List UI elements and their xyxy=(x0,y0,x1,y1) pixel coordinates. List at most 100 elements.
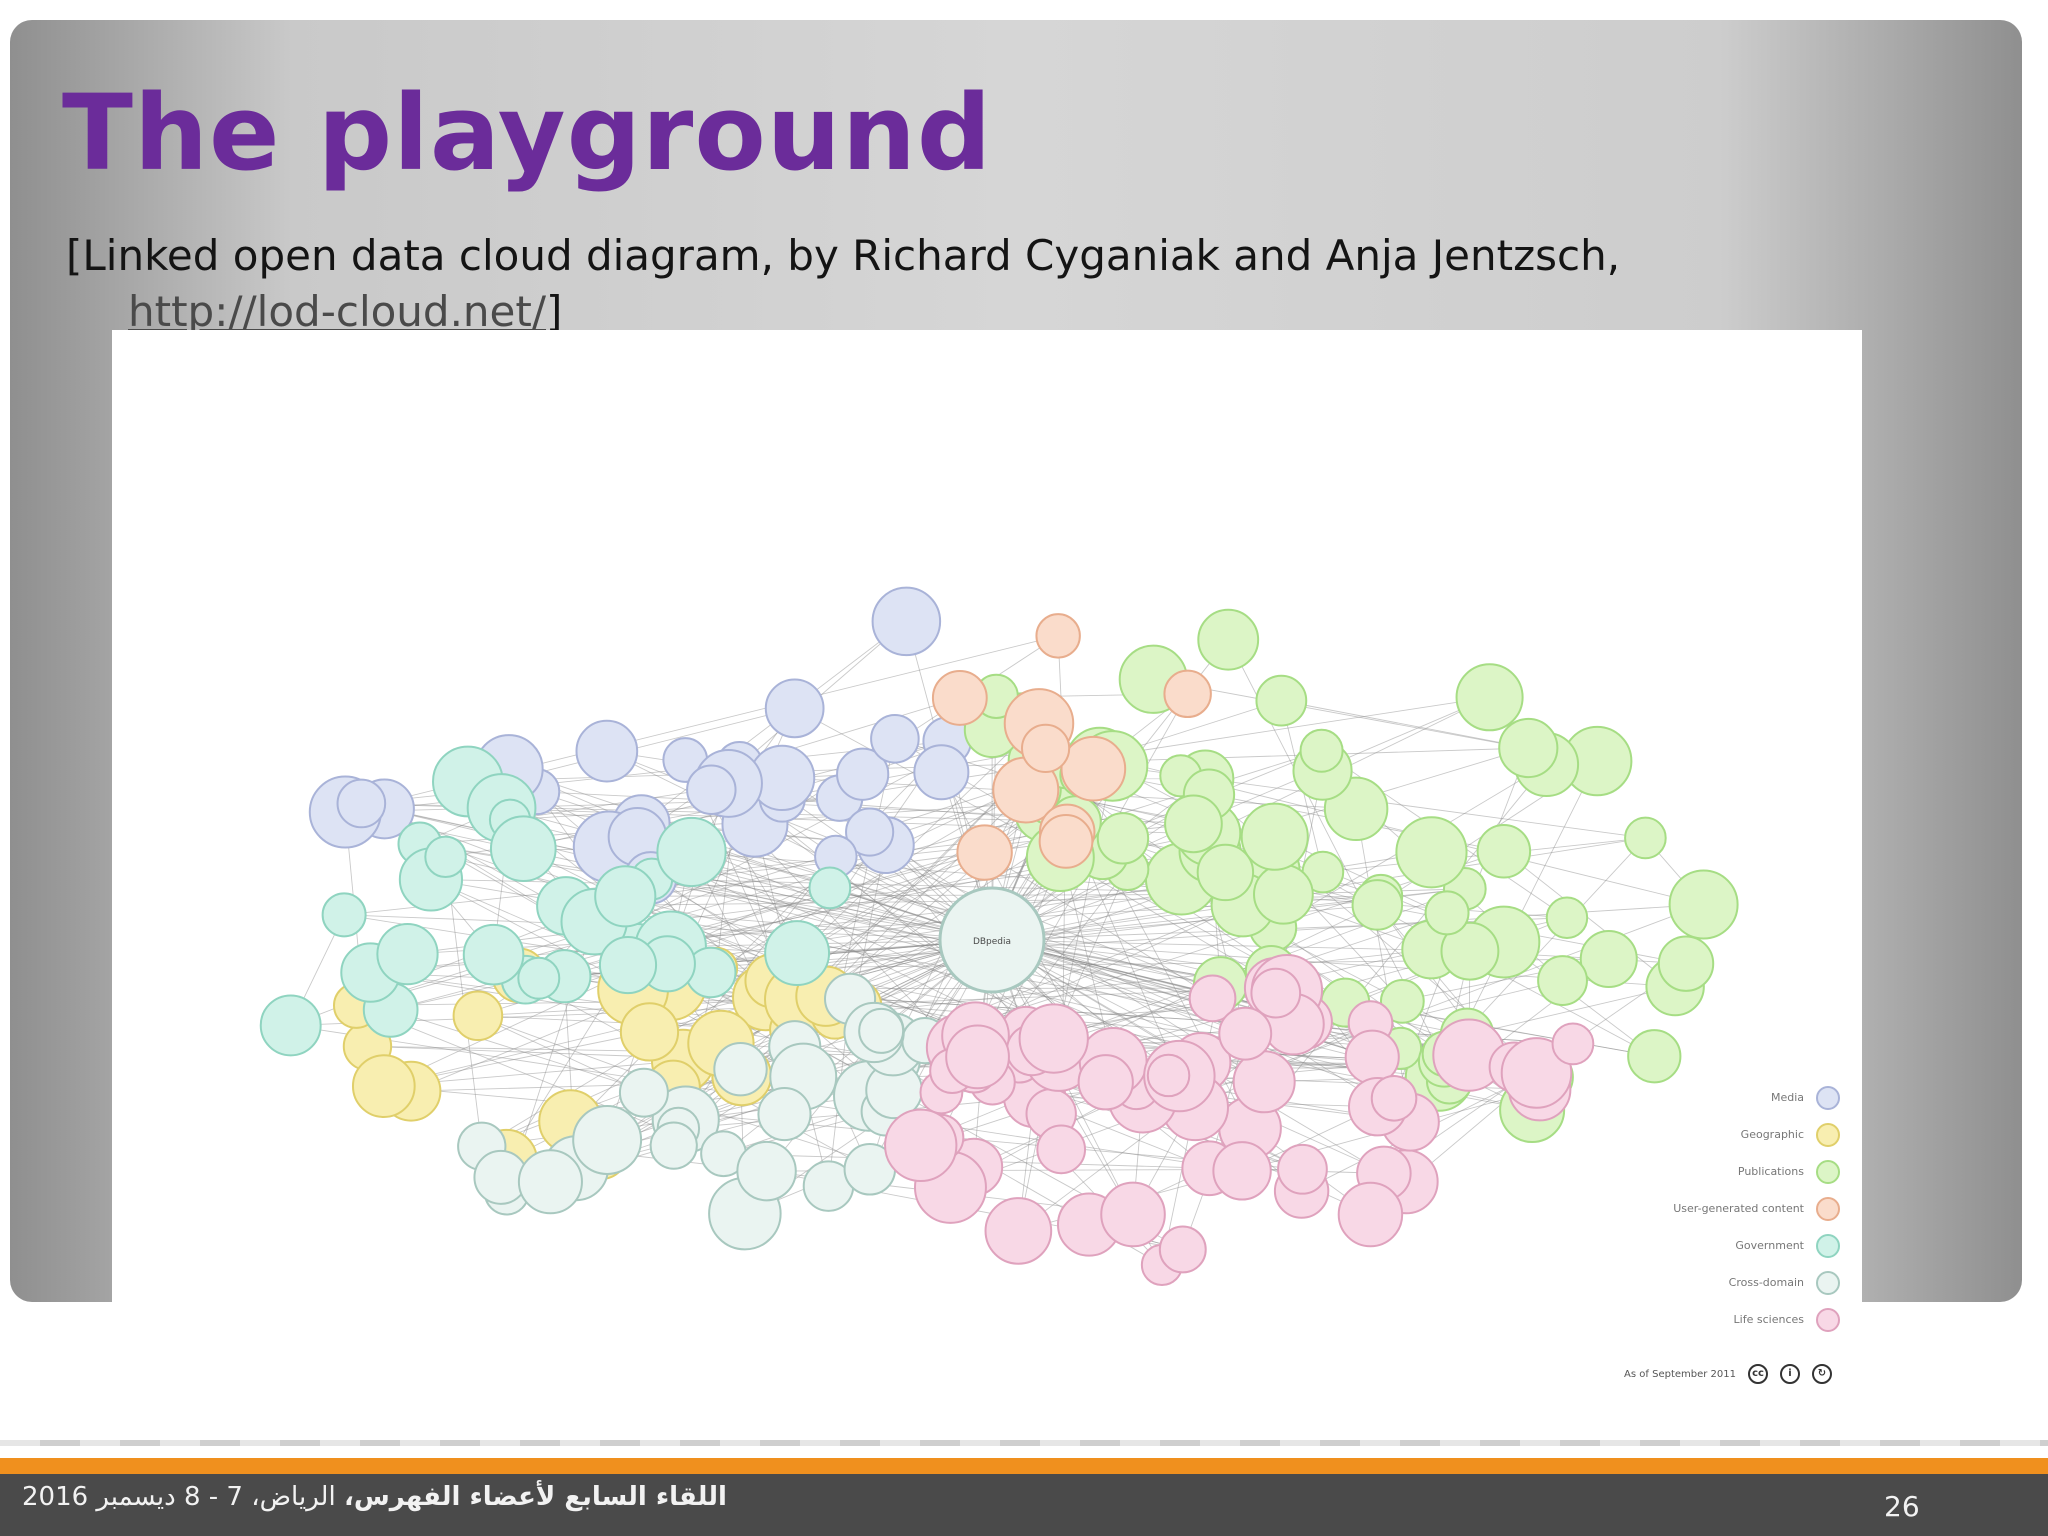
dataset-node xyxy=(764,678,825,739)
dataset-node xyxy=(1277,1143,1328,1195)
legend-item: Publications xyxy=(1673,1153,1840,1190)
footer-event-name: اللقاء السابع لأعضاء الفهرس، xyxy=(343,1482,727,1512)
cc-license-icon: cc xyxy=(1748,1364,1768,1384)
dataset-node xyxy=(1657,935,1715,992)
legend-label: Life sciences xyxy=(1733,1313,1804,1326)
link-edge xyxy=(673,939,993,1147)
dataset-node xyxy=(336,778,387,829)
dataset-node xyxy=(931,670,988,726)
caption-line-2: http://lod-cloud.net/] xyxy=(66,284,1966,340)
link-edge xyxy=(606,750,993,941)
dataset-node xyxy=(870,714,920,764)
dataset-node xyxy=(686,764,737,815)
dataset-node xyxy=(1579,929,1638,989)
dataset-node xyxy=(376,922,439,986)
link-edge xyxy=(670,939,993,948)
dataset-node xyxy=(1395,816,1468,889)
footer-event-text: اللقاء السابع لأعضاء الفهرس، الرياض، 7 -… xyxy=(22,1482,727,1512)
legend-swatch xyxy=(1816,1196,1840,1221)
dataset-node xyxy=(1627,1029,1682,1084)
dataset-node xyxy=(871,586,942,657)
dataset-node xyxy=(1196,843,1255,902)
legend-label: Media xyxy=(1770,1091,1804,1104)
dataset-node xyxy=(858,1007,905,1054)
dataset-node xyxy=(1060,735,1127,802)
dataset-node xyxy=(1020,723,1071,773)
slide-bottom-stripe xyxy=(0,1440,2048,1446)
dataset-node xyxy=(1668,869,1739,940)
legend-label: Cross-domain xyxy=(1728,1276,1804,1289)
legend-item: User-generated content xyxy=(1673,1190,1840,1227)
slide-title: The playground xyxy=(62,72,993,194)
cc-sa-icon: ↻ xyxy=(1812,1364,1832,1384)
dataset-node xyxy=(649,1121,698,1170)
dataset-node xyxy=(1624,816,1667,860)
link-edge xyxy=(1102,853,1251,1129)
dataset-node xyxy=(259,994,322,1057)
dataset-node xyxy=(1351,879,1404,931)
footer-accent-bar xyxy=(0,1458,2048,1474)
dbpedia-hub-label: DBpedia xyxy=(973,937,1011,947)
dataset-node xyxy=(836,747,890,801)
dataset-node xyxy=(1337,1181,1404,1248)
link-edge xyxy=(991,939,1470,952)
link-edge xyxy=(609,846,1567,919)
link-edge xyxy=(825,801,1050,997)
dataset-node xyxy=(757,1087,812,1142)
legend-label: User-generated content xyxy=(1673,1202,1804,1215)
dataset-node xyxy=(1035,613,1081,659)
dataset-node xyxy=(1551,1022,1595,1066)
dataset-node xyxy=(1476,823,1532,879)
dataset-node xyxy=(462,923,525,986)
legend-label: Publications xyxy=(1737,1165,1804,1178)
link-edge xyxy=(383,766,1067,1087)
dataset-node xyxy=(1164,794,1223,854)
link-edge xyxy=(477,1015,645,1094)
dataset-node xyxy=(517,1149,583,1215)
cc-by-icon: i xyxy=(1780,1364,1800,1384)
link-edge xyxy=(345,811,1213,999)
dataset-node xyxy=(736,1140,797,1202)
dataset-node xyxy=(424,835,467,879)
legend-swatch xyxy=(1816,1085,1840,1110)
dataset-node xyxy=(1077,1054,1134,1111)
dataset-node xyxy=(1379,978,1425,1024)
legend-item: Life sciences xyxy=(1673,1301,1840,1338)
dataset-node xyxy=(1253,863,1314,925)
dataset-node xyxy=(517,956,561,1000)
dataset-node xyxy=(575,719,639,783)
dataset-node xyxy=(1197,608,1260,671)
link-edge xyxy=(505,707,795,782)
dataset-node xyxy=(1096,812,1150,865)
dataset-node xyxy=(1218,1006,1273,1061)
legend-swatch xyxy=(1816,1122,1840,1147)
link-edge xyxy=(991,696,1490,941)
legend-swatch xyxy=(1816,1159,1840,1184)
dataset-node xyxy=(321,892,367,938)
dataset-node xyxy=(1370,1075,1418,1122)
dataset-node xyxy=(1498,717,1559,779)
dataset-node xyxy=(1038,814,1094,869)
dataset-node xyxy=(618,1067,669,1118)
legend-item: Cross-domain xyxy=(1673,1264,1840,1301)
link-edge xyxy=(467,747,1529,782)
dataset-node xyxy=(489,815,557,883)
legend-swatch xyxy=(1816,1233,1840,1258)
legend-item: Government xyxy=(1673,1227,1840,1264)
lod-cloud-link[interactable]: http://lod-cloud.net/ xyxy=(128,287,547,336)
slide-footer: اللقاء السابع لأعضاء الفهرس، الرياض، 7 -… xyxy=(0,1474,2048,1536)
link-edge xyxy=(1372,986,1676,1058)
dataset-node xyxy=(452,990,504,1042)
caption-close-bracket: ] xyxy=(546,287,563,336)
dataset-node xyxy=(572,1105,643,1175)
dataset-node xyxy=(884,1108,958,1182)
link-edge xyxy=(356,999,800,1006)
dataset-node xyxy=(913,744,970,801)
legend-item: Media xyxy=(1673,1079,1840,1116)
page-number: 26 xyxy=(1884,1490,1920,1523)
dataset-node xyxy=(1036,1124,1087,1175)
link-edge xyxy=(1281,700,1529,749)
